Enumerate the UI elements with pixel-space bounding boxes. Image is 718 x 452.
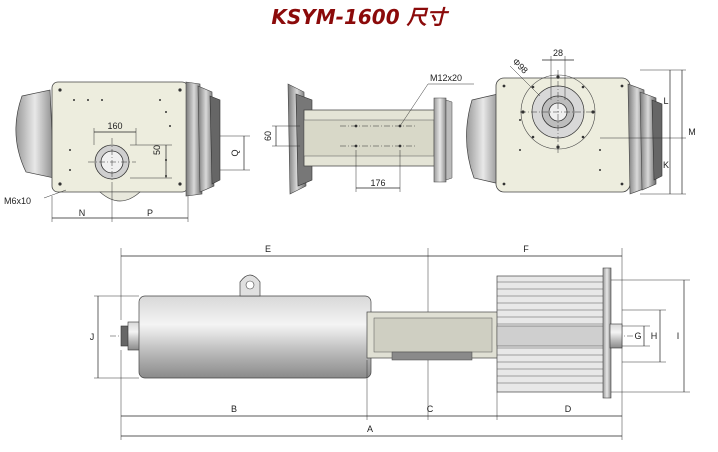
dim-f: F <box>523 244 529 254</box>
dim-k: K <box>663 160 669 170</box>
dim-c: C <box>427 404 434 414</box>
dim-e: E <box>265 244 271 254</box>
bottom-view: E F J <box>90 244 690 440</box>
dim-i: I <box>677 331 680 341</box>
page-title: KSYM-1600 尺寸 <box>271 5 449 29</box>
side-view: M12x20 60 176 <box>263 73 474 195</box>
dim-50: 50 <box>152 145 162 155</box>
dim-h: H <box>651 331 658 341</box>
dim-d: D <box>565 404 572 414</box>
dim-n: N <box>79 208 86 218</box>
front-fins <box>185 81 221 197</box>
dim-q: Q <box>230 149 240 156</box>
dim-l: L <box>663 96 668 106</box>
dim-60: 60 <box>263 131 273 141</box>
label-m6x10: M6x10 <box>4 196 31 206</box>
motor-fins <box>497 281 605 384</box>
dim-28: 28 <box>553 48 563 58</box>
dim-176: 176 <box>370 178 385 188</box>
front-view: 160 50 Q M6x10 N P <box>4 81 250 222</box>
label-m12x20: M12x20 <box>430 73 462 83</box>
dim-g: G <box>634 331 641 341</box>
dim-b: B <box>231 404 237 414</box>
dim-p: P <box>147 208 153 218</box>
rear-view: Φ98 28 L K M <box>466 48 696 195</box>
dim-j: J <box>90 332 95 342</box>
dim-a: A <box>367 424 373 434</box>
dim-m: M <box>688 127 696 137</box>
dim-phi98: Φ98 <box>511 56 530 75</box>
dim-160: 160 <box>107 121 122 131</box>
